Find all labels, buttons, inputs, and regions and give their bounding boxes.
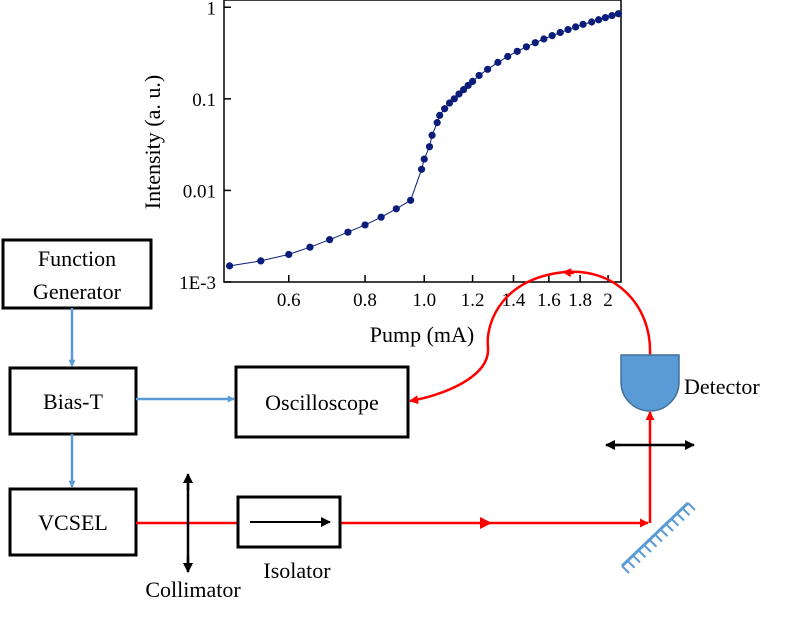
oscilloscope-label: Oscilloscope <box>265 390 379 415</box>
data-point <box>361 221 369 229</box>
data-point <box>588 18 596 26</box>
data-point <box>285 250 293 259</box>
oscilloscope-block: Oscilloscope <box>234 365 410 439</box>
data-point <box>425 143 434 151</box>
mirror-hatch-mark <box>654 533 663 543</box>
data-point <box>433 119 441 127</box>
electrical-connections <box>68 308 235 488</box>
mirror-hatch-mark <box>676 512 685 522</box>
data-point <box>608 12 616 20</box>
data-point <box>428 131 436 139</box>
data-point <box>326 236 334 244</box>
data-point <box>306 243 314 251</box>
data-point <box>468 77 477 86</box>
mirror-icon <box>620 501 696 574</box>
mirror-hatch-mark <box>670 518 680 527</box>
series-line <box>229 13 619 267</box>
y-axis-label: Intensity (a. u.) <box>140 75 165 209</box>
data-point <box>225 262 234 270</box>
mirror-hatch-mark <box>621 565 630 574</box>
data-point <box>579 20 587 28</box>
data-point <box>484 65 492 73</box>
data-point <box>540 35 548 43</box>
mirror-hatch-mark <box>648 539 658 548</box>
data-point <box>614 10 623 18</box>
x-tick-label: 1.0 <box>412 290 436 311</box>
data-point <box>377 213 385 221</box>
isolator-label: Isolator <box>263 558 331 583</box>
data-point <box>595 16 603 24</box>
data-point <box>531 39 539 47</box>
data-point <box>572 23 580 31</box>
x-tick-label: 1.6 <box>537 290 561 311</box>
vcsel-label: VCSEL <box>38 510 108 535</box>
vcsel-block: VCSEL <box>8 487 138 557</box>
y-tick-label: 0.01 <box>183 181 216 202</box>
data-point <box>407 196 415 204</box>
collimator-label: Collimator <box>145 577 241 602</box>
data-point <box>436 111 444 119</box>
x-tick-label: 0.6 <box>277 290 301 311</box>
detector-label: Detector <box>684 374 760 399</box>
mirror-hatch-mark <box>643 544 652 553</box>
data-point <box>522 43 531 51</box>
bias-t-label: Bias-T <box>43 389 103 414</box>
data-point <box>420 155 428 163</box>
data-point <box>257 257 265 265</box>
function-generator-block: Function Generator <box>1 238 153 310</box>
bias-t-block: Bias-T <box>8 366 138 436</box>
data-point <box>392 205 400 213</box>
mirror-hatch-mark <box>665 523 674 532</box>
data-point <box>417 165 426 173</box>
isolator-block <box>236 495 342 549</box>
data-point <box>441 105 449 113</box>
optical-path <box>136 268 655 529</box>
mirror-hatch-mark <box>626 560 636 569</box>
data-point <box>344 228 352 236</box>
data-point <box>513 47 521 55</box>
y-tick-label: 1E-3 <box>179 273 216 294</box>
x-tick-label: 0.8 <box>353 290 377 311</box>
data-point <box>556 28 564 37</box>
data-point <box>455 90 463 98</box>
y-axis: 1E-3 0.01 0.1 1 <box>179 0 231 294</box>
function-generator-label-line1: Function <box>38 246 116 271</box>
y-tick-label: 1 <box>207 0 217 19</box>
data-point <box>494 58 502 66</box>
mirror-hatch-mark <box>637 549 647 558</box>
detector-to-oscilloscope-cable <box>409 270 652 405</box>
plot-frame <box>223 0 622 283</box>
data-point <box>548 32 556 40</box>
mirror-hatch-mark <box>681 507 691 516</box>
y-tick-label: 0.1 <box>192 90 216 111</box>
x-axis-label: Pump (mA) <box>370 322 475 347</box>
series-points <box>225 10 623 270</box>
data-point <box>450 95 458 103</box>
mirror-hatch-mark <box>687 502 696 511</box>
data-point <box>445 99 454 107</box>
x-tick-label: 1.2 <box>461 290 485 311</box>
x-tick-label: 1.8 <box>568 290 592 311</box>
data-point <box>504 52 512 61</box>
data-point <box>564 26 572 34</box>
data-point <box>459 86 468 94</box>
mirror-hatch-mark <box>632 554 641 564</box>
cable-direction-arrow <box>562 268 575 278</box>
detector-icon <box>620 354 680 412</box>
x-tick-label: 2 <box>603 290 613 311</box>
data-point <box>601 14 609 22</box>
data-point <box>475 71 483 80</box>
mirror-hatch-mark <box>659 528 669 537</box>
function-generator-label-line2: Generator <box>33 279 122 304</box>
